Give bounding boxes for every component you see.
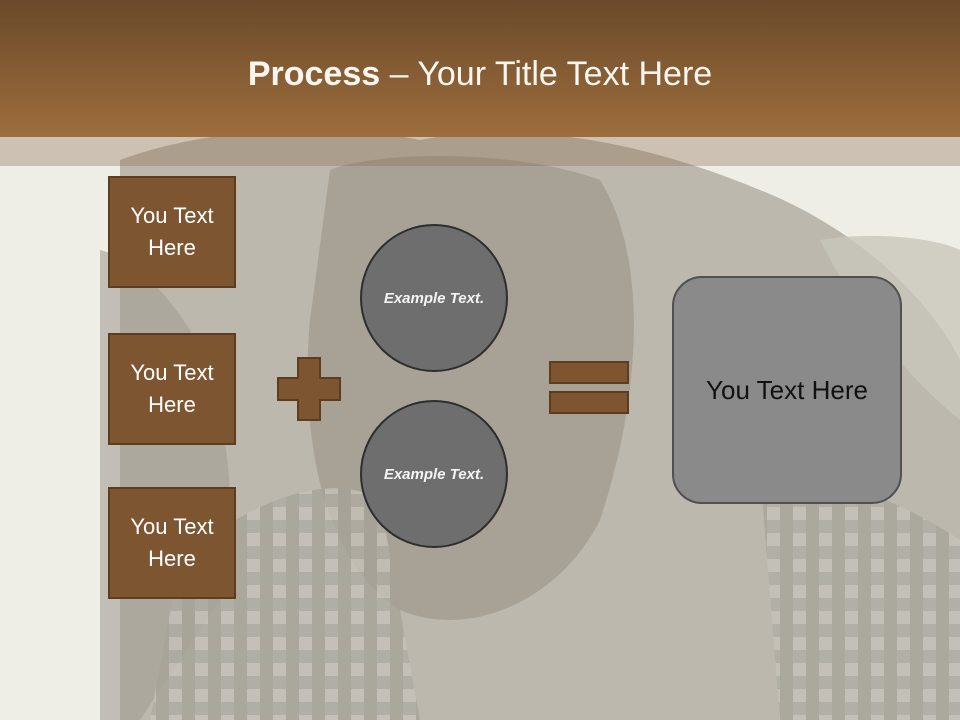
slide-title: Process – Your Title Text Here [0, 52, 960, 96]
result-box: You Text Here [672, 276, 902, 504]
equals-icon [549, 361, 629, 414]
input-box-1: You Text Here [108, 176, 236, 288]
example-circle-1: Example Text. [360, 224, 508, 372]
input-box-2: You Text Here [108, 333, 236, 445]
example-circle-2: Example Text. [360, 400, 508, 548]
title-rest: – Your Title Text Here [380, 55, 713, 93]
title-band-strip [0, 137, 960, 166]
title-bold: Process [247, 55, 381, 93]
plus-icon [277, 357, 341, 421]
input-box-3: You Text Here [108, 487, 236, 599]
title-band [0, 0, 960, 137]
